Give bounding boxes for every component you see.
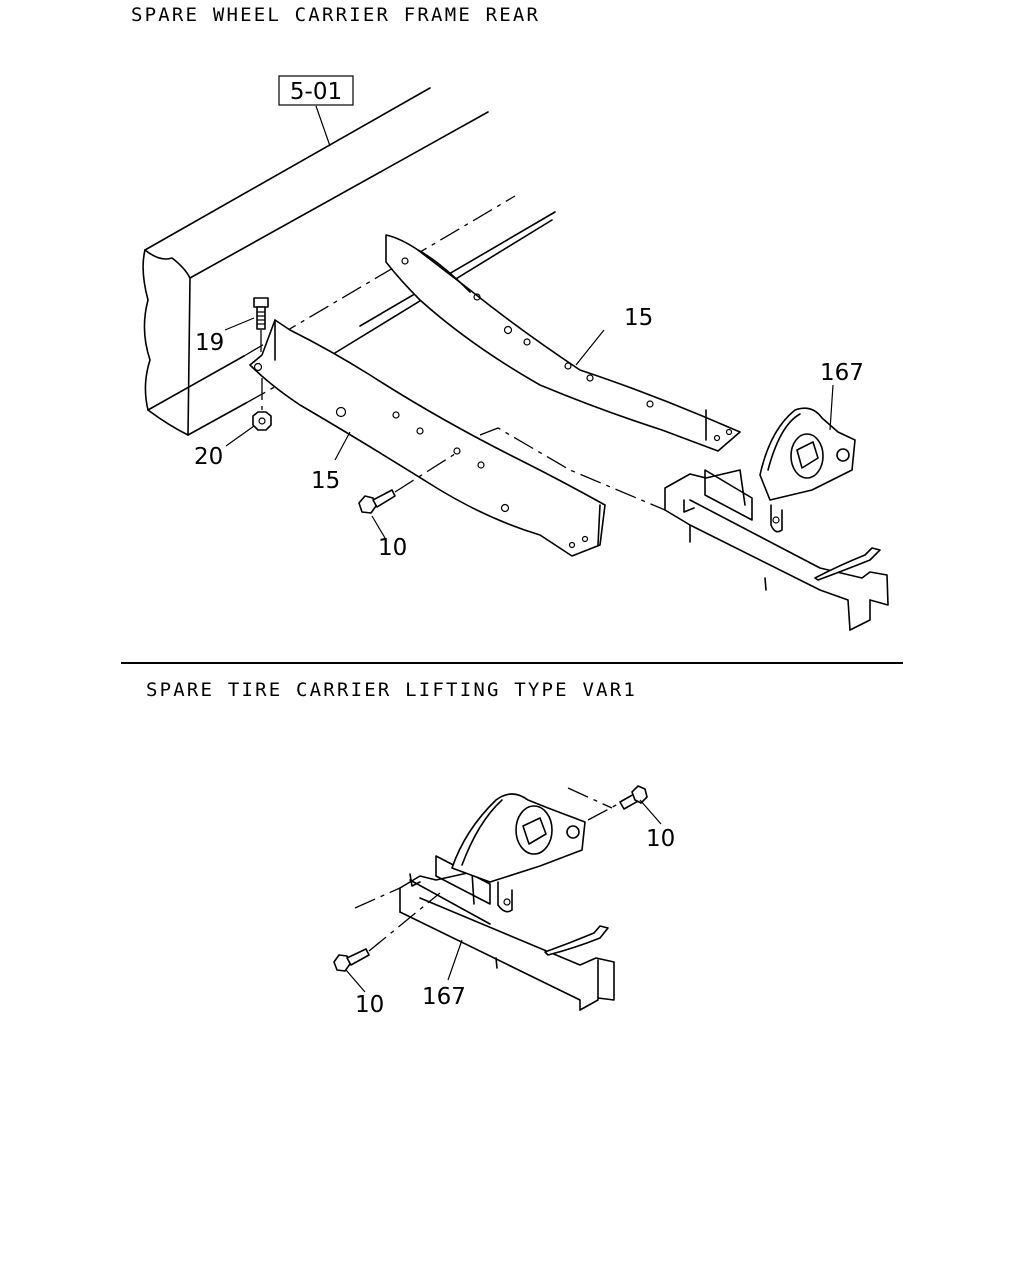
callout-10-bottom-left[interactable]: 10 <box>355 992 384 1018</box>
leader-15a <box>575 329 605 366</box>
leader-19 <box>224 317 255 331</box>
nut-20[interactable] <box>252 378 272 431</box>
callout-15-upper[interactable]: 15 <box>624 305 653 331</box>
callout-10-top[interactable]: 10 <box>378 535 407 561</box>
callout-20[interactable]: 20 <box>194 444 223 470</box>
crossmember-upper <box>385 234 741 452</box>
callout-167-top[interactable]: 167 <box>820 360 864 386</box>
leader-10b <box>639 799 662 825</box>
leader-167b <box>447 939 463 981</box>
callout-167-bottom[interactable]: 167 <box>422 984 466 1010</box>
bolt-19[interactable] <box>253 297 269 356</box>
section-title-lifting-type: SPARE TIRE CARRIER LIFTING TYPE VAR1 <box>146 679 638 701</box>
section-title-frame-rear: SPARE WHEEL CARRIER FRAME REAR <box>131 4 541 26</box>
spare-tire-carrier-top <box>479 407 889 631</box>
bolt-10-top[interactable] <box>358 451 459 514</box>
crossmember-lower <box>249 319 606 557</box>
reference-box-5-01[interactable]: 5-01 <box>278 75 354 147</box>
leader-15b <box>334 431 351 461</box>
callout-19[interactable]: 19 <box>195 330 224 356</box>
leader-10c <box>345 969 366 993</box>
leader-167a <box>829 384 834 431</box>
bolt-10-bottom-right[interactable] <box>587 785 648 821</box>
leader-10a <box>371 515 386 539</box>
callout-15-lower[interactable]: 15 <box>311 468 340 494</box>
callout-10-bottom-right[interactable]: 10 <box>646 826 675 852</box>
bolt-10-bottom-left[interactable] <box>333 892 441 972</box>
leader-20 <box>225 425 255 447</box>
section-divider <box>121 662 903 664</box>
reference-label: 5-01 <box>290 79 342 105</box>
spare-tire-carrier-bottom <box>354 787 615 1011</box>
